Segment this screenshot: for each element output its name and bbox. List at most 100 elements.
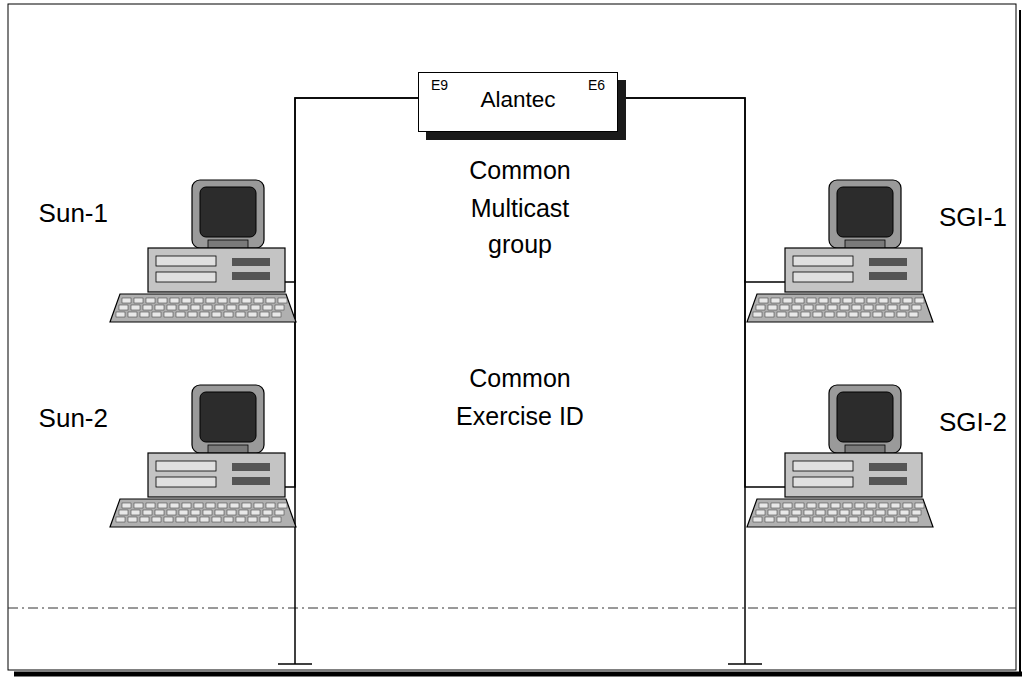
keyboard-key [768,510,777,515]
system-unit [148,248,285,292]
monitor-stand [845,240,885,248]
keyboard-key [170,503,179,508]
keyboard-key [266,503,275,508]
keyboard-key [239,305,248,310]
keyboard-key [116,312,125,317]
keyboard-key [819,298,828,303]
keyboard-key [864,305,873,310]
keyboard-key [224,312,233,317]
keyboard-key [843,298,852,303]
unit-panel [232,463,270,471]
keyboard-key [278,298,287,303]
workstation: Sun-2 [148,383,285,497]
keyboard-key [194,298,203,303]
monitor-screen [200,392,256,442]
keyboard-key [888,510,897,515]
keyboard-key [155,510,164,515]
workstation: SGI-2 [785,383,925,497]
frame-border [8,4,1016,670]
keyboard-key [849,312,858,317]
keyboard-key [191,510,200,515]
keyboard-key [765,312,774,317]
keyboard-key [801,517,810,522]
keyboard-key [843,503,852,508]
keyboard-key [795,298,804,303]
keyboard-key [915,298,924,303]
unit-panel [869,272,907,280]
keyboard-key [191,305,200,310]
drive-bay [793,256,853,266]
network-note: Multicast [390,194,650,223]
bus-terminator [728,663,762,665]
keyboard-key [876,305,885,310]
keyboard-key [837,312,846,317]
keyboard-key [203,510,212,515]
keyboard-key [804,305,813,310]
keyboard-key [260,312,269,317]
keyboard-key [879,298,888,303]
keyboard-key [119,305,128,310]
drive-bay [156,461,216,471]
network-note: Exercise ID [390,402,650,431]
keyboard-key [753,312,762,317]
system-unit [785,453,922,497]
keyboard-key [203,305,212,310]
monitor-bezel [192,385,264,453]
keyboard-key [891,503,900,508]
keyboard-key [753,517,762,522]
keyboard-key [212,517,221,522]
keyboard-key [179,305,188,310]
keyboard [747,294,933,322]
keyboard-key [756,305,765,310]
port-label: E9 [431,77,448,93]
keyboard-key [780,510,789,515]
system-unit [785,248,922,292]
monitor-screen [837,187,893,237]
keyboard-key [140,517,149,522]
keyboard-key [122,298,131,303]
bus-terminator [278,663,312,665]
keyboard [747,499,933,527]
keyboard-key [119,510,128,515]
workstation: Sun-1 [148,178,285,292]
frame-shadow [1019,10,1021,676]
workstation-label: Sun-2 [39,403,108,434]
keyboard-key [795,503,804,508]
keyboard-key [131,510,140,515]
keyboard-key [254,503,263,508]
keyboard-key [200,312,209,317]
computer-icon [148,383,285,497]
keyboard-key [188,517,197,522]
keyboard-key [792,305,801,310]
keyboard-key [792,510,801,515]
monitor-screen [837,392,893,442]
keyboard-key [134,503,143,508]
keyboard-key [158,503,167,508]
keyboard-key [828,305,837,310]
keyboard-key [152,517,161,522]
keyboard-key [771,503,780,508]
keyboard-key [275,510,284,515]
keyboard-key [861,517,870,522]
keyboard-key [200,517,209,522]
keyboard-key [275,305,284,310]
keyboard-key [122,503,131,508]
keyboard-key [263,510,272,515]
keyboard-key [825,517,834,522]
switch-box: E9AlantecE6 [418,72,618,132]
keyboard-key [260,517,269,522]
keyboard-key [167,510,176,515]
keyboard-key [188,312,197,317]
keyboard-key [777,517,786,522]
workstation: SGI-1 [785,178,925,292]
keyboard-key [912,510,921,515]
keyboard-key [182,298,191,303]
keyboard-key [912,305,921,310]
keyboard-key [780,305,789,310]
keyboard-key [218,503,227,508]
keyboard-key [176,312,185,317]
keyboard-key [158,298,167,303]
keyboard-key [236,517,245,522]
keyboard-key [251,510,260,515]
